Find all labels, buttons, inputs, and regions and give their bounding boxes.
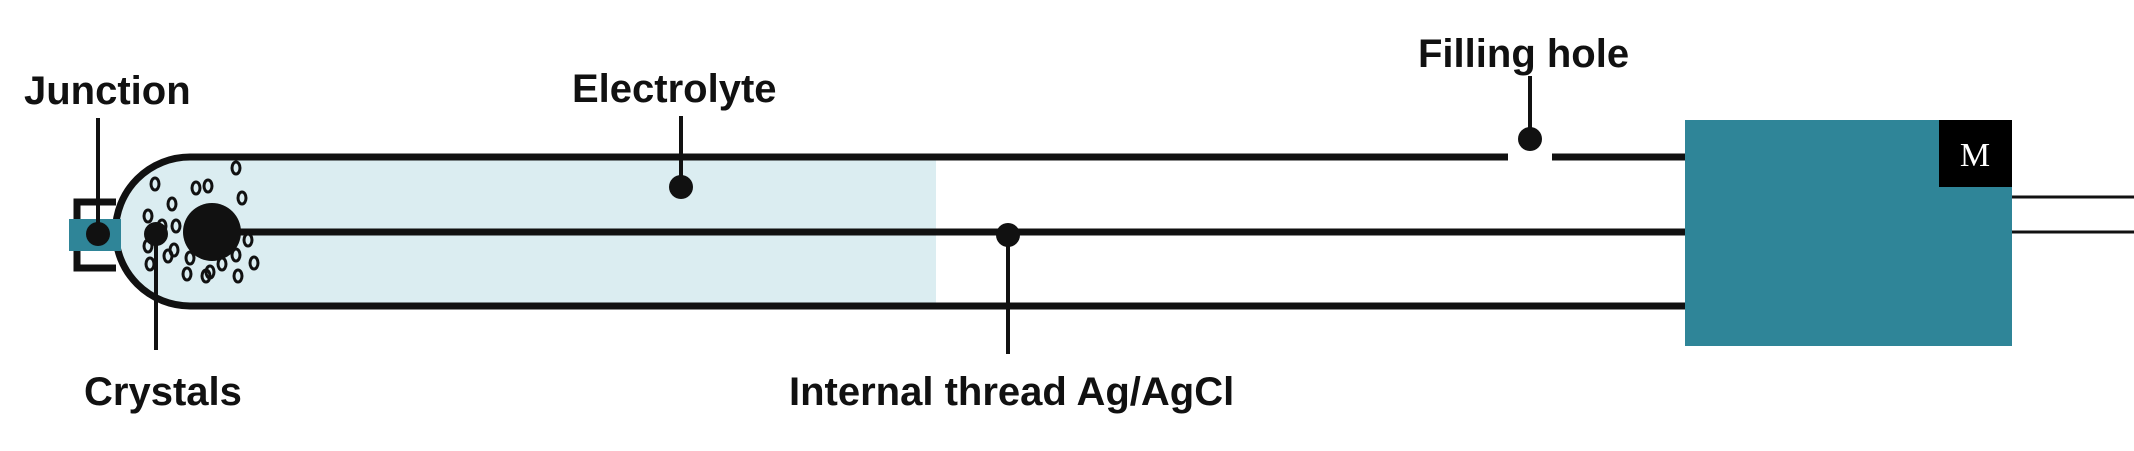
crystal	[200, 268, 212, 284]
label-filling-hole: Filling hole	[1418, 32, 1629, 76]
meter-badge	[1939, 120, 2012, 187]
agcl-bead	[183, 203, 241, 261]
crystal	[166, 196, 178, 212]
crystal	[190, 180, 202, 196]
crystal	[248, 255, 260, 271]
crystal	[162, 248, 174, 264]
leader-filling-hole	[1518, 76, 1542, 151]
label-junction: Junction	[24, 69, 191, 113]
leader-junction	[86, 118, 110, 246]
crystal	[230, 247, 242, 263]
crystal	[216, 256, 228, 272]
label-crystals: Crystals	[84, 370, 242, 414]
crystal	[242, 232, 254, 248]
crystal	[170, 218, 182, 234]
meter-letter: M	[1960, 137, 1990, 174]
label-electrolyte: Electrolyte	[572, 67, 777, 111]
crystal	[236, 190, 248, 206]
crystal	[202, 178, 214, 194]
crystal	[149, 176, 161, 192]
crystal	[181, 266, 193, 282]
crystal	[230, 160, 242, 176]
crystal	[142, 208, 154, 224]
leader-crystals	[144, 222, 168, 350]
label-internal-thread: Internal thread Ag/AgCl	[789, 370, 1234, 414]
crystal	[232, 268, 244, 284]
leader-electrolyte	[669, 116, 693, 199]
leader-internal-thread	[996, 223, 1020, 354]
crystal	[184, 250, 196, 266]
